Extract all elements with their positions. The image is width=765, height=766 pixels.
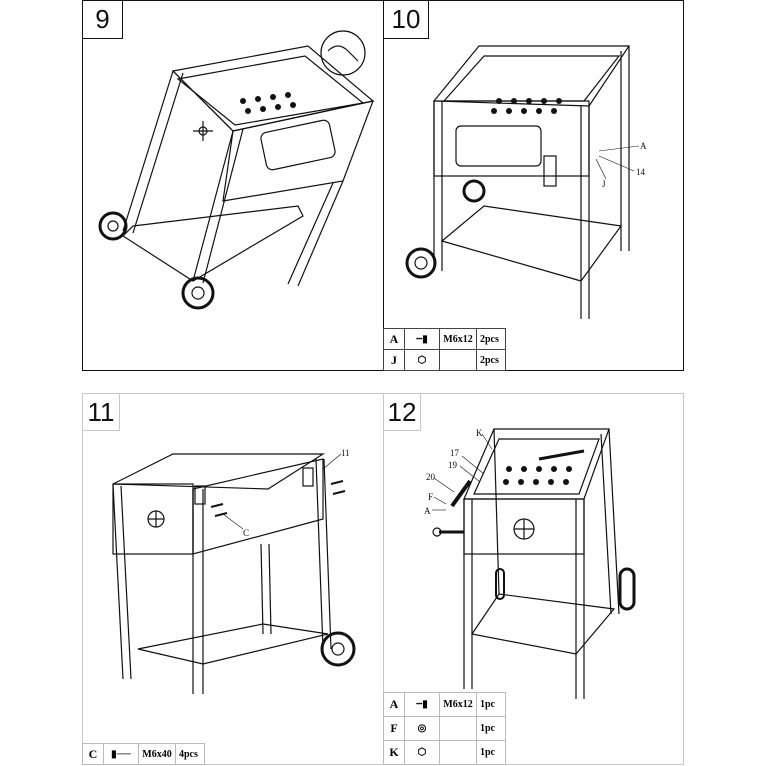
washer-icon: ◎: [417, 723, 427, 734]
callout-17: 17: [450, 448, 460, 458]
wheel-icon: [98, 211, 128, 241]
parts-row: C ▮── M6x40 4pcs: [82, 743, 205, 765]
step-number: 10: [384, 1, 429, 39]
callout-a: A: [424, 506, 431, 516]
parts-row: K ⬡ 1pc: [383, 740, 506, 765]
callout-k: K: [476, 428, 483, 438]
wheel-icon: [320, 631, 356, 667]
bolt-icon: ┄▮: [416, 699, 428, 710]
step-number: 9: [83, 1, 123, 39]
long-bolt-icon: ▮──: [111, 748, 131, 760]
step-number: 11: [83, 394, 120, 431]
vent-icon: [147, 510, 165, 528]
wheel-icon: [181, 276, 215, 310]
callout-j: J: [602, 179, 606, 189]
step-number: 12: [384, 394, 421, 431]
bolt-icon: ┄▮: [416, 333, 428, 345]
parts-table: C ▮── M6x40 4pcs: [82, 743, 205, 765]
step-12-grill-illustration: K 17 19 20 F A: [424, 428, 636, 699]
vent-icon: [513, 518, 535, 540]
callout-f: F: [428, 492, 433, 502]
part-letter: C: [82, 743, 104, 765]
parts-row: F ◎ 1pc: [383, 716, 506, 741]
callout-11: 11: [341, 448, 350, 458]
wheel-icon: [618, 567, 636, 611]
step-12-panel: K 17 19 20 F A 12 A ┄▮ M6x12 1pc F ◎ 1pc…: [383, 393, 684, 765]
step-9-panel: 9: [82, 0, 384, 371]
parts-table: A ┄▮ M6x12 2pcs J ⬡ 2pcs: [383, 328, 506, 371]
part-size: M6x40: [138, 743, 176, 765]
long-bolt-icon: [210, 480, 346, 517]
part-qty: 1pc: [476, 716, 506, 741]
callout-a: A: [640, 141, 647, 151]
step-11-panel: 11 C 11 C ▮── M6x40 4pcs: [82, 393, 384, 765]
part-qty: 2pcs: [476, 328, 506, 350]
wheel-icon: [405, 247, 437, 279]
part-size: [439, 740, 477, 765]
part-size: M6x12: [439, 328, 477, 350]
step-10-panel: A 14 J 10 A ┄▮ M6x12 2pcs J ⬡ 2pcs: [383, 0, 684, 371]
part-qty: 1pc: [476, 692, 506, 717]
parts-row: A ┄▮ M6x12 1pc: [383, 692, 506, 717]
parts-row: J ⬡ 2pcs: [383, 349, 506, 371]
step-10-grill-illustration: A 14 J: [405, 45, 647, 319]
callout-19: 19: [448, 460, 458, 470]
callout-14: 14: [636, 167, 646, 177]
part-qty: 2pcs: [476, 349, 506, 371]
part-letter: A: [383, 328, 405, 350]
part-letter: J: [383, 349, 405, 371]
step-9-grill-illustration: [98, 30, 375, 310]
parts-row: A ┄▮ M6x12 2pcs: [383, 328, 506, 350]
part-size: [439, 716, 477, 741]
callout-20: 20: [426, 472, 436, 482]
wheel-icon: [462, 179, 486, 203]
part-letter: A: [383, 692, 405, 717]
vent-icon: [193, 121, 213, 141]
handle-detail-icon: [320, 30, 366, 76]
part-qty: 4pcs: [175, 743, 205, 765]
part-size: [439, 349, 477, 371]
part-letter: F: [383, 716, 405, 741]
nut-icon: ⬡: [417, 354, 427, 366]
wheel-icon: [495, 568, 505, 600]
nut-icon: ⬡: [417, 747, 427, 758]
callout-c: C: [243, 528, 249, 538]
part-size: M6x12: [439, 692, 477, 717]
part-qty: 1pc: [476, 740, 506, 765]
step-11-grill-illustration: 11 C: [112, 448, 356, 694]
part-letter: K: [383, 740, 405, 765]
parts-table: A ┄▮ M6x12 1pc F ◎ 1pc K ⬡ 1pc: [383, 692, 506, 765]
